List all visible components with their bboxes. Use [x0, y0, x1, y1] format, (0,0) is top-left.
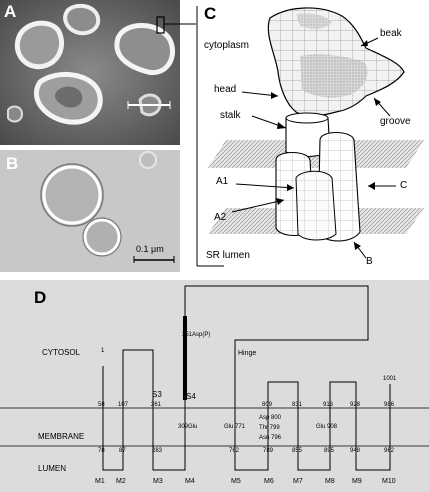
label-asp351: 351Asp(P) — [182, 332, 211, 338]
residue-855: 855 — [292, 448, 303, 454]
helix-m5: M5 — [231, 478, 241, 485]
residue-1001: 1001 — [383, 376, 397, 382]
residue-glu771: Glu 771 — [224, 424, 246, 430]
helix-m1: M1 — [95, 478, 105, 485]
panel-b-label: B — [6, 154, 19, 173]
residue-87: 87 — [119, 448, 126, 454]
label-head: head — [214, 84, 237, 95]
label-b-arrow: B — [366, 256, 373, 267]
residue-916: 916 — [323, 402, 334, 408]
helix-m7: M7 — [293, 478, 303, 485]
label-groove: groove — [380, 116, 411, 127]
zoom-box — [156, 16, 165, 34]
label-stalk: stalk — [220, 110, 241, 121]
topology-diagram — [0, 280, 429, 492]
label-beak: beak — [380, 28, 402, 39]
residue-809: 809 — [262, 402, 273, 408]
label-s3: S3 — [152, 390, 162, 399]
residue-glu908: Glu 908 — [316, 424, 338, 430]
residue-986: 986 — [384, 402, 395, 408]
panel-a-label: A — [4, 2, 17, 21]
panel-b-image — [0, 150, 180, 272]
residue-1: 1 — [101, 348, 105, 354]
panel-a-micrograph: A — [0, 0, 180, 145]
residue-762: 762 — [229, 448, 240, 454]
panel-a-image — [0, 0, 180, 145]
residue-58: 58 — [98, 402, 105, 408]
panel-d-topology: D CYTOSOL MEMBRANE LUMEN Hinge 351Asp(P)… — [0, 280, 429, 492]
panel-c-drawing — [196, 6, 424, 267]
polypeptide-chain — [102, 285, 391, 471]
helix-m10: M10 — [382, 478, 396, 485]
panel-b-scale-label: 0.1 μm — [136, 244, 164, 254]
residue-831: 831 — [292, 402, 303, 408]
residue-962: 962 — [384, 448, 395, 454]
label-c-arrow: C — [400, 180, 408, 191]
panel-c-model: C cytoplasm beak head stalk groove A1 A2… — [196, 0, 429, 272]
residue-948: 948 — [350, 448, 361, 454]
helix-m3: M3 — [153, 478, 163, 485]
residue-asp800: Asp 800 — [259, 415, 282, 421]
label-membrane: MEMBRANE — [38, 432, 85, 441]
residue-261: 261 — [151, 402, 162, 408]
label-hinge: Hinge — [238, 350, 257, 357]
residue-thr799: Thr 799 — [259, 425, 280, 431]
label-cytosol: CYTOSOL — [42, 348, 81, 357]
helix-m8: M8 — [325, 478, 335, 485]
residue-789: 789 — [263, 448, 274, 454]
label-cytoplasm: cytoplasm — [204, 40, 250, 51]
panel-b-micrograph: B 0.1 μm — [0, 150, 180, 272]
label-a1: A1 — [216, 176, 229, 187]
panel-c-label: C — [204, 4, 217, 23]
residue-glu309: 309Glu — [178, 424, 198, 430]
helix-m6: M6 — [264, 478, 274, 485]
residue-283: 283 — [152, 448, 163, 454]
zoom-connector — [164, 23, 196, 25]
groove-region — [300, 54, 368, 98]
label-a2: A2 — [214, 212, 227, 223]
label-lumen: LUMEN — [38, 464, 67, 473]
residue-895: 895 — [324, 448, 335, 454]
residue-928: 928 — [350, 402, 361, 408]
label-s4: S4 — [186, 392, 196, 401]
residue-107: 107 — [118, 402, 129, 408]
panel-d-label: D — [34, 288, 47, 307]
residue-78: 78 — [98, 448, 105, 454]
label-sr-lumen: SR lumen — [206, 250, 250, 261]
helix-m2: M2 — [116, 478, 126, 485]
residue-asn796: Asn 796 — [259, 435, 282, 441]
helix-m4: M4 — [185, 478, 195, 485]
helix-m9: M9 — [352, 478, 362, 485]
